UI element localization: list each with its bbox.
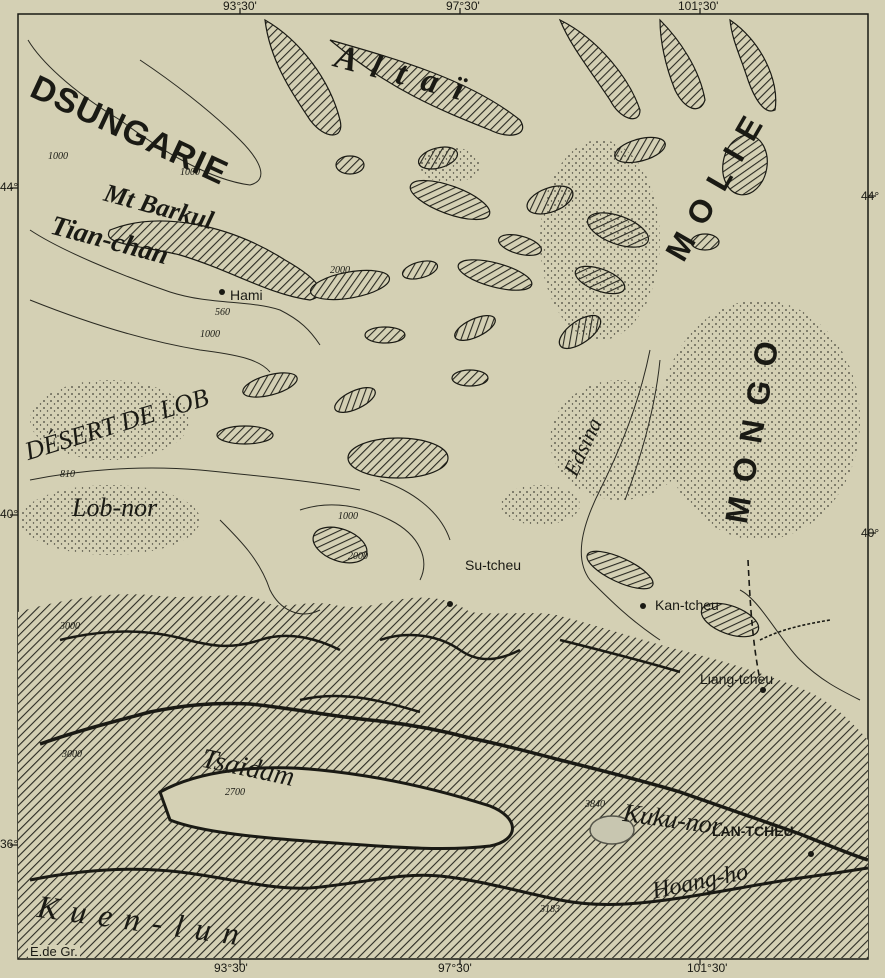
lon-top-2: 97°30' [446,0,480,13]
city-lan-tcheu: LAN-TCHEU [712,823,794,839]
range-e23 [586,550,654,590]
tsaidam-basin [158,766,514,851]
elev-560: 560 [215,307,230,318]
elev-1000a: 1000 [48,151,68,162]
elev-1000c: 1000 [200,329,220,340]
range-e6 [498,234,542,256]
range-e24 [700,602,760,638]
range-e13 [364,326,406,344]
great-wall-2 [759,619,831,641]
range-e12 [454,315,496,341]
lat-left-2: 40° [0,507,19,521]
elev-810: 810 [60,469,75,480]
plateau-border [39,701,869,862]
plateau-border-2 [29,866,869,906]
frame-ticks [10,8,876,965]
range-e3 [409,179,491,221]
range-tianchan [107,220,321,301]
range-e10 [309,269,391,301]
range-altai-3 [558,18,641,120]
range-e8 [457,259,533,291]
lat-left-1: 44° [0,180,19,194]
city-su-tcheu: Su-tcheu [465,557,522,573]
map-frame [17,13,869,960]
lon-top-1: 93°30' [223,0,257,13]
lon-bottom-1: 93°30' [214,961,248,975]
lat-left-3: 36° [0,837,19,851]
city-liang-tcheu: Liang-tcheu [700,671,774,687]
plateau-contours [59,630,681,714]
elev-1000b: 1000 [180,167,200,178]
range-e22 [312,526,368,564]
range-e16 [451,369,489,387]
range-e18 [347,437,449,479]
lon-top-3: 101°30' [678,0,719,13]
lat-right-2: 40° [861,526,880,540]
lat-right-1: 44° [861,189,880,203]
city-kan-tcheu: Kan-tcheu [655,597,719,613]
elev-3000a: 3000 [60,621,80,632]
range-e20 [722,134,768,196]
label-lob-nor: Lob-nor [72,493,158,522]
range-e17 [216,425,274,445]
contour-lines [27,39,861,701]
elev-3840: 3840 [585,799,605,810]
range-e15 [334,387,376,413]
range-altai-1 [264,18,342,136]
desert-stipple [20,140,860,555]
lon-bottom-2: 97°30' [438,961,472,975]
city-hami: Hami [230,287,263,303]
elev-3183: 3183 [540,904,560,915]
range-altai-2 [329,39,524,136]
range-altai-5 [729,18,777,112]
elev-3000b: 3000 [62,749,82,760]
tibetan-plateau [18,594,868,958]
elev-2000a: 2000 [330,265,350,276]
lon-bottom-3: 101°30' [687,961,728,975]
range-e7 [401,260,439,280]
mountain-ranges [107,18,777,638]
range-e1 [335,155,365,175]
kuku-nor-lake [589,815,635,845]
town-markers [219,289,814,857]
range-e21 [690,233,720,251]
elev-2000b: 2000 [348,551,368,562]
great-wall [747,559,761,681]
range-e14 [242,372,298,398]
credit: E.de Gr. [28,944,80,959]
range-altai-4 [659,18,706,110]
elev-1000d: 1000 [338,511,358,522]
elev-2700: 2700 [225,787,245,798]
